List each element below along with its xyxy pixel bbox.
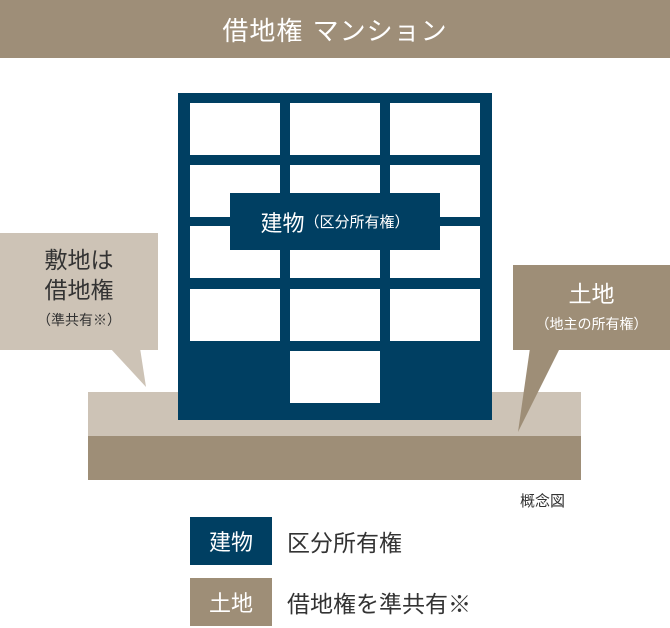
window [390,289,480,341]
building [178,93,492,420]
legend-key-land: 土地 [190,578,272,626]
window [190,103,280,155]
callout-left-tail [110,348,146,387]
window [190,289,280,341]
building-label: 建物（区分所有権） [230,193,440,250]
callout-right-line1: 土地 [568,282,615,308]
building-label-main: 建物 [260,211,305,237]
callout-right-sub: （地主の所有権） [535,317,648,333]
window [390,103,480,155]
header-title: 借地権 マンション [0,0,670,58]
callout-right-tail [518,348,560,432]
legend-value-building: 区分所有権 [287,531,402,557]
window [290,351,380,403]
ground-lower-layer [88,436,581,480]
callout-right: 土地 （地主の所有権） [513,265,670,350]
building-label-sub: （区分所有権） [304,213,410,231]
callout-left-line2: 借地権 [44,278,114,304]
callout-left-sub: （準共有※） [37,313,121,329]
legend-value-land: 借地権を準共有※ [287,592,471,618]
window [290,103,380,155]
callout-left-line1: 敷地は [44,248,114,274]
conceptual-diagram-note: 概念図 [520,492,566,510]
callout-left: 敷地は 借地権 （準共有※） [0,233,158,350]
window [290,289,380,341]
legend-key-building: 建物 [190,517,272,565]
